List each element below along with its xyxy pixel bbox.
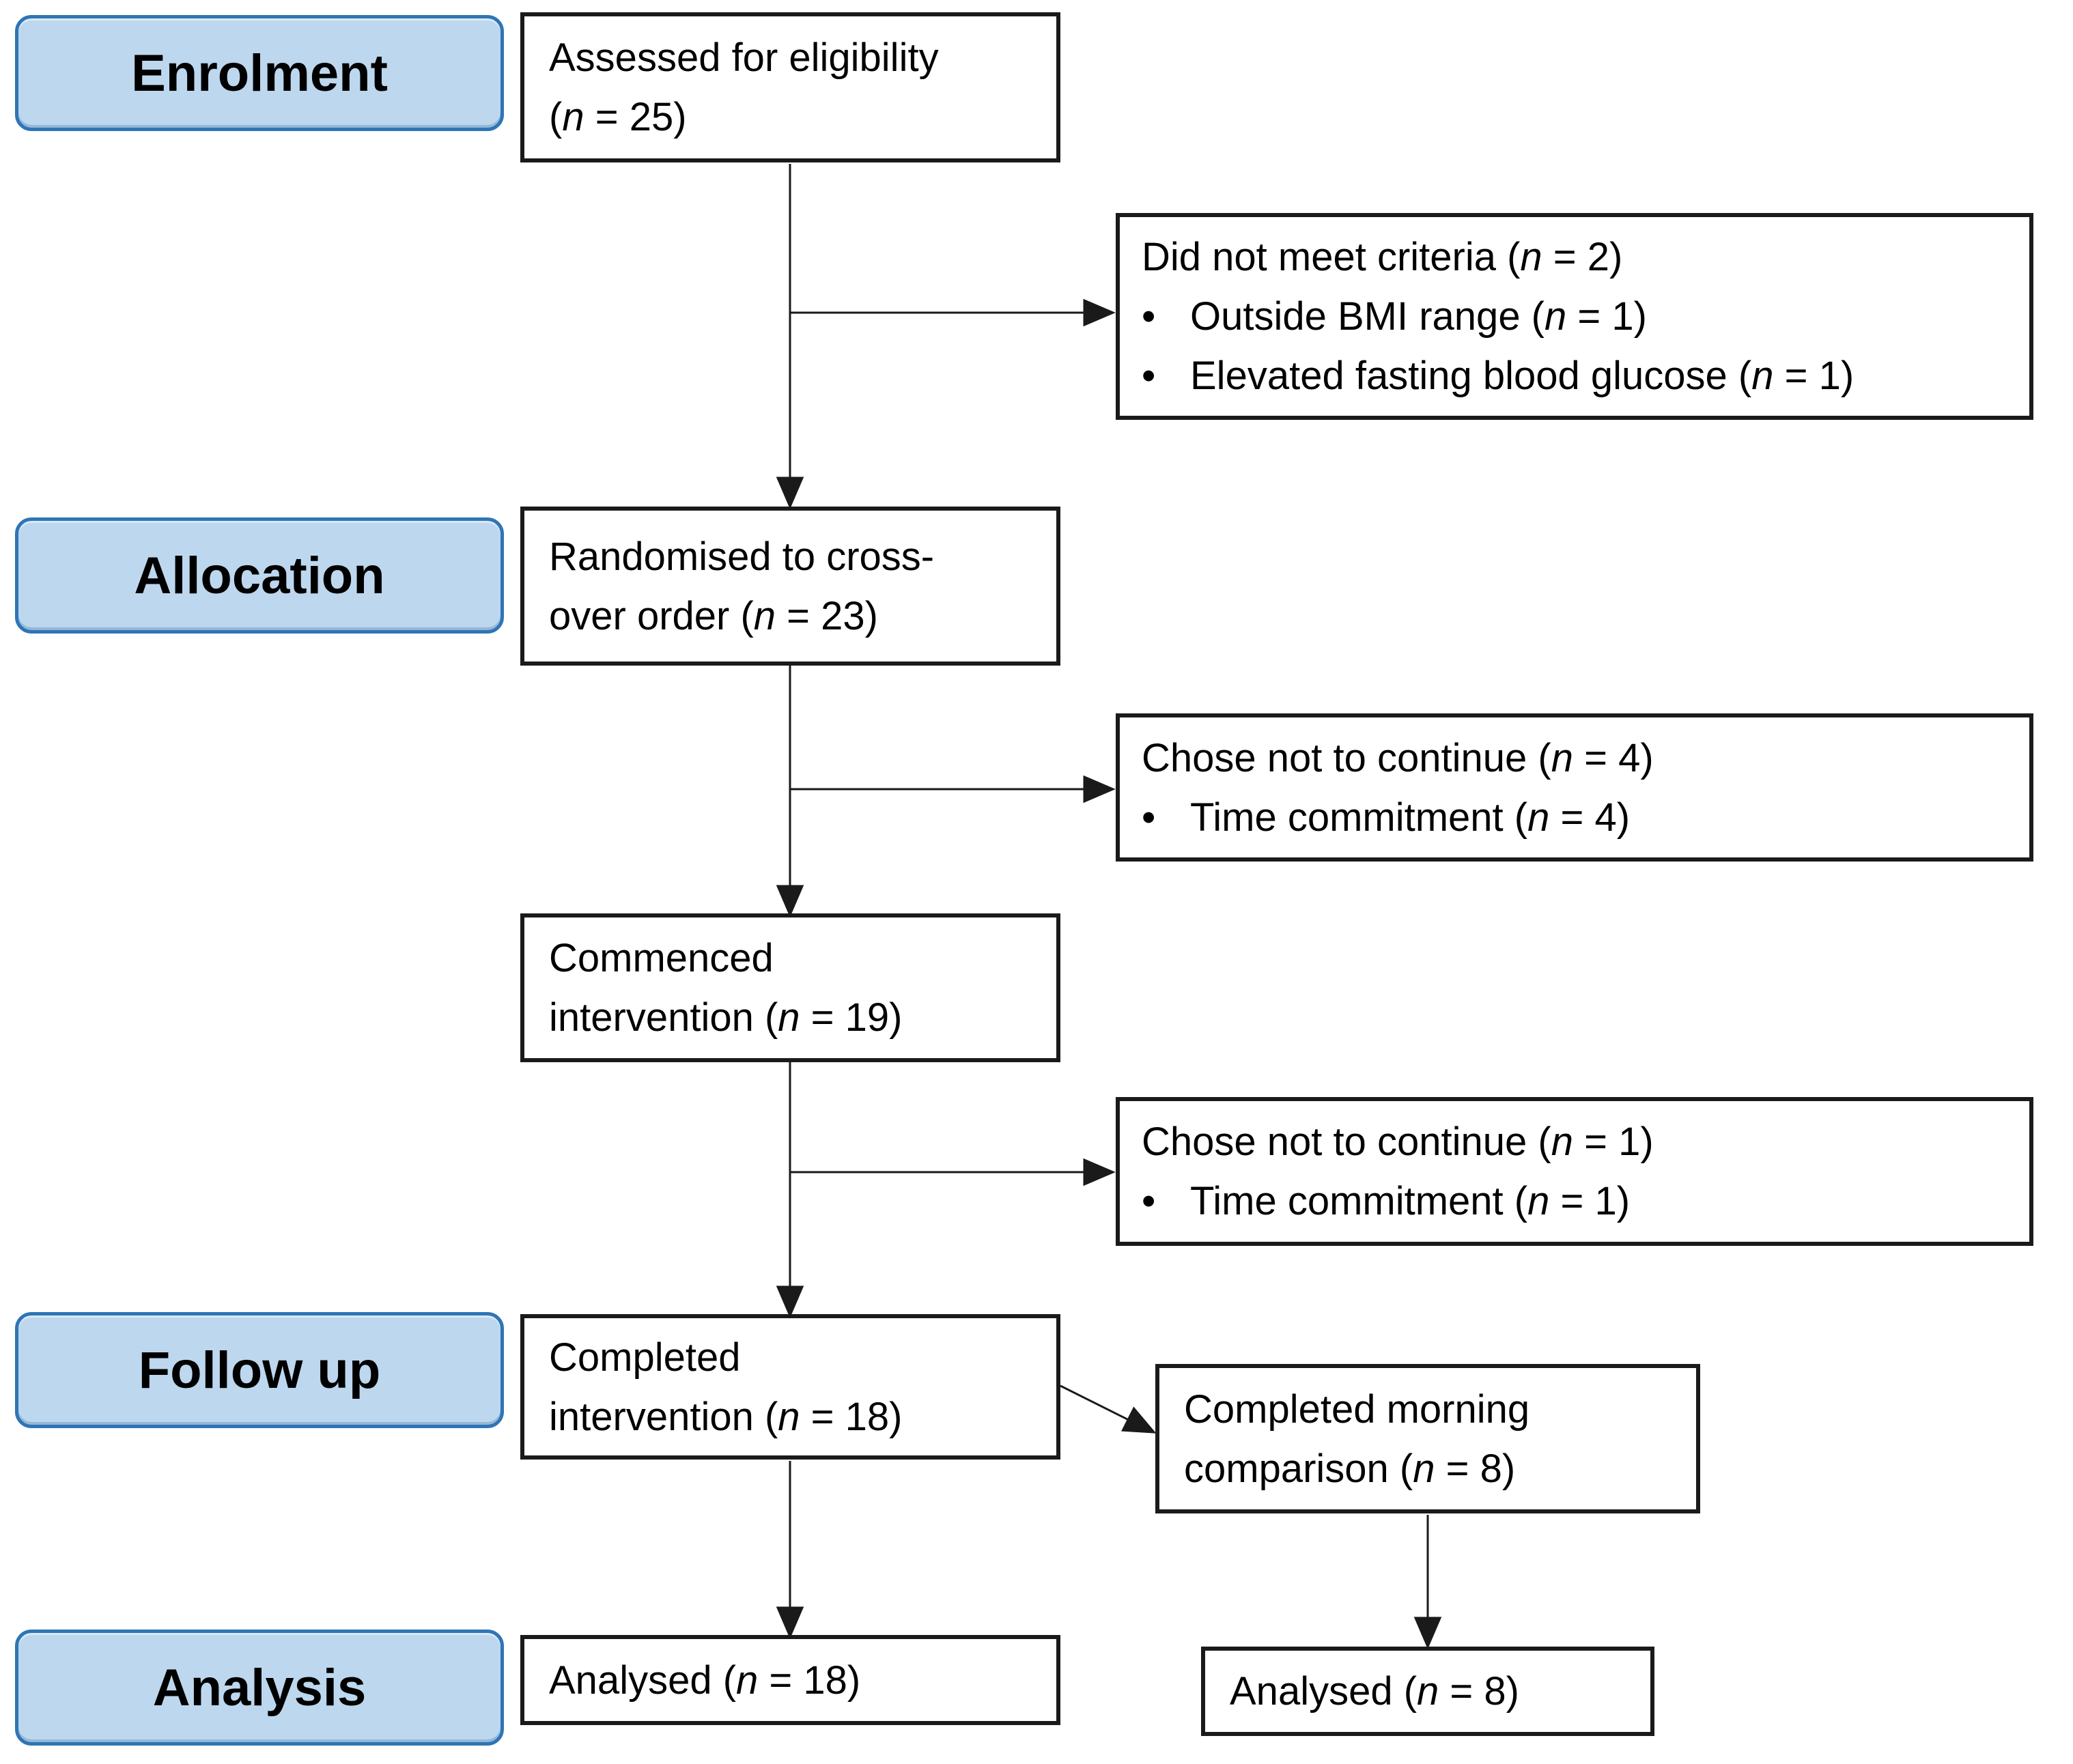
bullet-text: Outside BMI range (n = 1) bbox=[1190, 294, 1647, 339]
arrowhead-analysed-main bbox=[776, 1606, 804, 1639]
stage-label-enrolment: Enrolment bbox=[131, 44, 388, 102]
arrowhead-completed bbox=[776, 1285, 804, 1318]
exclusion-title: Chose not to continue (n = 1) bbox=[1142, 1120, 1654, 1164]
stage-box-analysis: Analysis bbox=[15, 1630, 504, 1746]
exclusion-bullet-list: • Outside BMI range (n = 1) • Elevated fast… bbox=[1142, 287, 2018, 406]
arrowhead-commenced bbox=[776, 885, 804, 917]
flow-box-text-line: Randomised to cross- bbox=[549, 534, 935, 579]
flow-box-commenced-intervention: Commenced intervention (n = 19) bbox=[520, 913, 1060, 1062]
flow-box-analysed-main: Analysed (n = 18) bbox=[520, 1635, 1060, 1725]
flow-box-text-line: (n = 25) bbox=[549, 95, 687, 139]
stage-label-follow-up: Follow up bbox=[138, 1341, 381, 1399]
exclusion-bullet-item: • Outside BMI range (n = 1) bbox=[1142, 287, 2018, 346]
bullet-text: Time commitment (n = 1) bbox=[1190, 1179, 1631, 1223]
arrowhead-morning bbox=[1121, 1406, 1157, 1434]
arrowhead-did-not-meet-criteria bbox=[1083, 298, 1116, 327]
arrowhead-randomised bbox=[776, 476, 804, 509]
exclusion-box-chose-not-to-continue-1: Chose not to continue (n = 1) • Time comm… bbox=[1116, 1097, 2033, 1246]
flow-box-text-line: Completed bbox=[549, 1335, 741, 1380]
flow-box-randomised-crossover: Randomised to cross-over order (n = 23) bbox=[520, 507, 1060, 666]
bullet-glyph: • bbox=[1142, 795, 1156, 840]
exclusion-bullet-item: • Time commitment (n = 4) bbox=[1142, 788, 2018, 847]
exclusion-bullet-item: • Time commitment (n = 1) bbox=[1142, 1171, 2018, 1231]
arrowhead-analysed-morning bbox=[1413, 1617, 1442, 1649]
stage-box-enrolment: Enrolment bbox=[15, 15, 504, 131]
bullet-glyph: • bbox=[1142, 1179, 1156, 1223]
flow-box-text-line: Assessed for eligibility bbox=[549, 35, 939, 80]
exclusion-bullet-list: • Time commitment (n = 4) bbox=[1142, 788, 2018, 847]
exclusion-title: Did not meet criteria (n = 2) bbox=[1142, 235, 1623, 279]
exclusion-box-chose-not-to-continue-4: Chose not to continue (n = 4) • Time comm… bbox=[1116, 713, 2033, 862]
flow-box-text-line: intervention (n = 18) bbox=[549, 1394, 903, 1439]
flow-box-completed-intervention: Completed intervention (n = 18) bbox=[520, 1314, 1060, 1460]
stage-label-allocation: Allocation bbox=[134, 546, 385, 605]
flow-box-completed-morning-comparison: Completed morning comparison (n = 8) bbox=[1155, 1364, 1700, 1513]
flow-box-text-line: intervention (n = 19) bbox=[549, 995, 903, 1040]
flow-box-text-line: Completed morning bbox=[1184, 1386, 1530, 1432]
flow-box-text-line: Commenced bbox=[549, 936, 774, 980]
flow-box-analysed-morning: Analysed (n = 8) bbox=[1201, 1647, 1654, 1736]
bullet-text: Time commitment (n = 4) bbox=[1190, 795, 1631, 840]
arrowhead-chose-not-to-continue-1 bbox=[1083, 1158, 1116, 1186]
flow-box-text-line: Analysed (n = 18) bbox=[549, 1658, 861, 1703]
stage-box-allocation: Allocation bbox=[15, 517, 504, 634]
stage-label-analysis: Analysis bbox=[152, 1658, 367, 1717]
exclusion-bullet-item: • Elevated fasting blood glucose (n = 1) bbox=[1142, 346, 2018, 406]
bullet-glyph: • bbox=[1142, 294, 1156, 339]
arrow-completed-to-morning bbox=[1060, 1384, 1131, 1422]
flow-box-assessed-for-eligibility: Assessed for eligibility (n = 25) bbox=[520, 12, 1060, 162]
exclusion-box-did-not-meet-criteria: Did not meet criteria (n = 2) • Outside B… bbox=[1116, 213, 2033, 420]
flow-box-text-line: over order (n = 23) bbox=[549, 593, 878, 638]
bullet-glyph: • bbox=[1142, 354, 1156, 398]
stage-box-follow-up: Follow up bbox=[15, 1312, 504, 1428]
exclusion-bullet-list: • Time commitment (n = 1) bbox=[1142, 1171, 2018, 1231]
bullet-text: Elevated fasting blood glucose (n = 1) bbox=[1190, 354, 1855, 398]
flow-box-text-line: Analysed (n = 8) bbox=[1230, 1669, 1519, 1713]
exclusion-title: Chose not to continue (n = 4) bbox=[1142, 735, 1654, 780]
arrowhead-chose-not-to-continue-4 bbox=[1083, 775, 1116, 803]
flow-box-text-line: comparison (n = 8) bbox=[1184, 1446, 1516, 1491]
